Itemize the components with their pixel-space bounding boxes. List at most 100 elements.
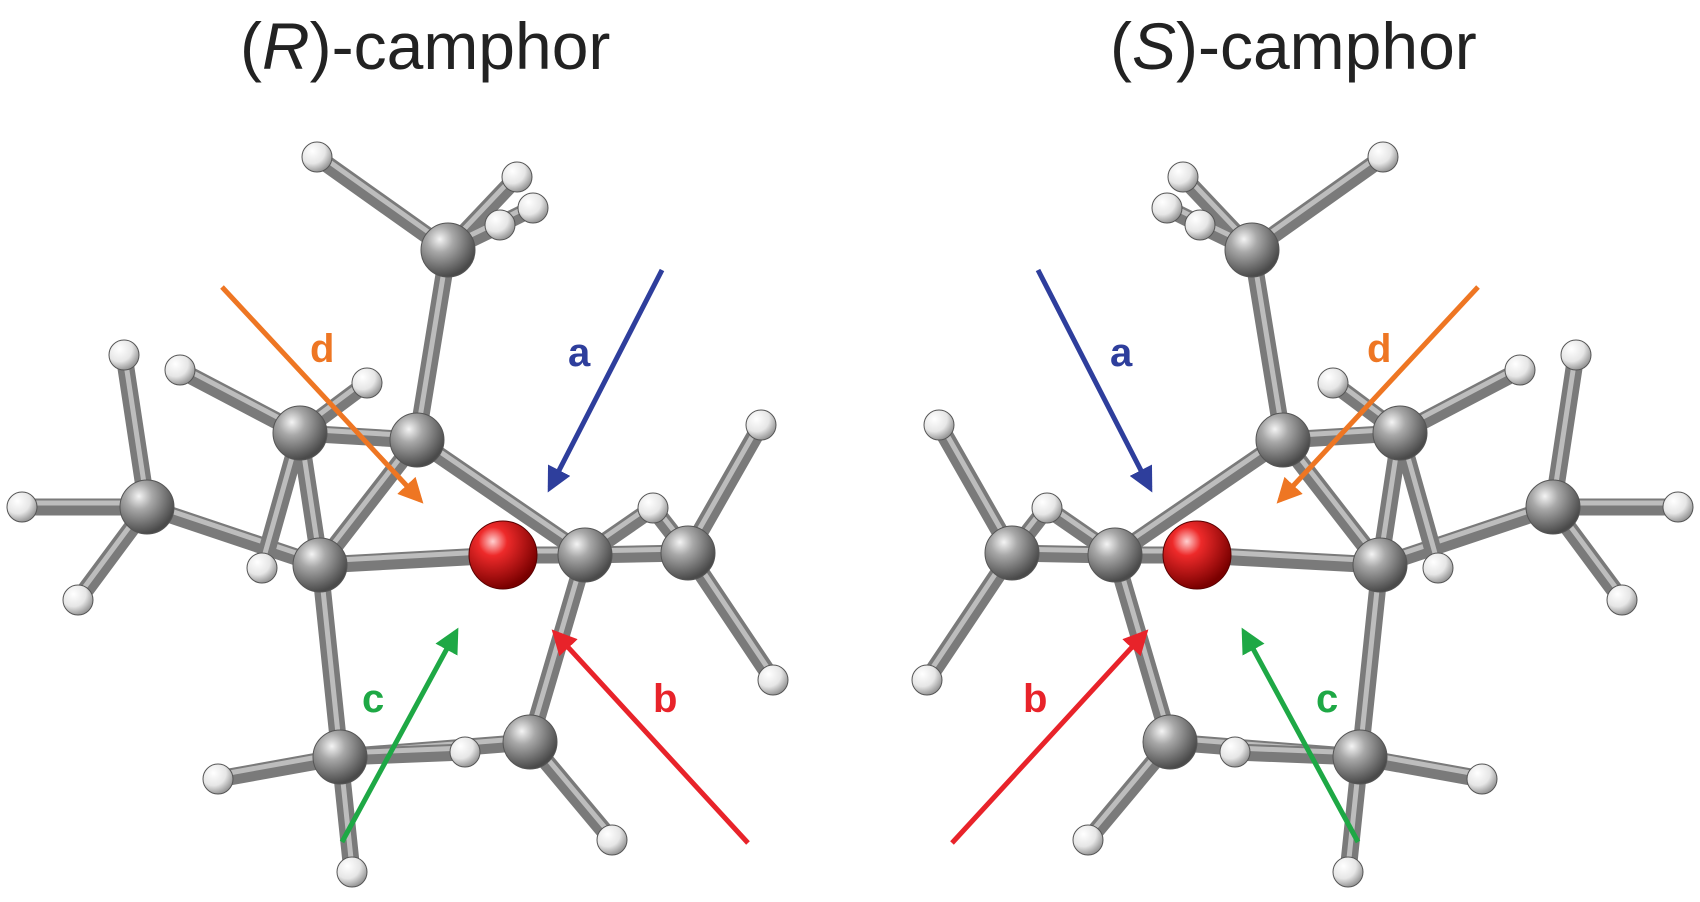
s-camphor-molecule [911,141,1694,888]
s-hydrogen-atom [1031,492,1063,524]
arrow-d-left [220,285,424,504]
label-c-right: c [1316,677,1338,721]
arrow-d-right [1276,285,1480,504]
title-r-camphor: (R)-camphor [240,8,610,84]
r-bond-highlight [414,433,588,554]
arrow-a-left [547,268,665,493]
s-oxygen-atom [1162,520,1232,590]
s-carbon-atom [984,525,1040,581]
r-carbon-atom [292,537,348,593]
s-carbon-atom [1332,729,1388,785]
r-oxygen-atom [468,520,538,590]
r-hydrogen-atom [449,736,481,768]
s-hydrogen-atom [1072,824,1104,856]
s-bond-highlight [1550,348,1579,506]
label-b-left: b [653,677,677,721]
r-hydrogen-atom [517,192,549,224]
s-carbon-atom [1372,405,1428,461]
title-r-config: R [261,9,310,83]
s-hydrogen-atom [1184,209,1216,241]
label-c-left: c [362,677,384,721]
s-hydrogen-atom [1167,161,1199,193]
s-hydrogen-atom [1332,856,1364,888]
arrow-b-right [950,629,1149,845]
r-bond-highlight [144,500,323,564]
r-bond-highlight [314,150,451,249]
arrow-c-right [1241,627,1361,844]
r-hydrogen-atom [6,491,38,523]
s-carbon-atom [1352,537,1408,593]
arrow-a-right [1035,268,1153,493]
s-hydrogen-atom [1151,192,1183,224]
label-a-right: a [1110,331,1133,375]
s-hydrogen-atom [1317,367,1349,399]
s-carbon-atom [1224,222,1280,278]
r-bond-highlight [685,418,764,552]
s-hydrogen-atom [1504,354,1536,386]
title-r-open: ( [240,9,262,83]
r-bond-highlight [414,243,451,439]
r-hydrogen-atom [336,856,368,888]
s-bond-highlight [1249,150,1386,249]
r-carbon-atom [119,479,175,535]
s-bond-c7-c2 [1106,431,1292,564]
r-hydrogen-atom [351,367,383,399]
s-bond-highlight [1377,500,1556,564]
s-hydrogen-atom [1662,491,1694,523]
s-hydrogen-atom [1606,584,1638,616]
s-carbon-atom [1087,527,1143,583]
s-carbon-atom [1255,412,1311,468]
title-r-rest: )-camphor [309,9,611,83]
s-hydrogen-atom [1422,552,1454,584]
label-d-right: d [1367,327,1391,371]
s-camphor-approach-arrows: a d c b [950,268,1480,845]
s-carbon-atom [1525,479,1581,535]
r-hydrogen-atom [301,141,333,173]
r-hydrogen-atom [596,824,628,856]
s-hydrogen-atom [1367,141,1399,173]
title-s-rest: )-camphor [1176,9,1477,83]
s-hydrogen-atom [1560,339,1592,371]
label-a-left: a [568,331,591,375]
s-carbon-atom [1142,714,1198,770]
r-hydrogen-atom [164,354,196,386]
r-hydrogen-atom [246,552,278,584]
r-carbon-atom [272,405,328,461]
r-carbon-atom [502,714,558,770]
r-bond-highlight [121,348,150,506]
r-camphor-molecule [6,141,789,888]
title-s-open: ( [1110,9,1132,83]
s-hydrogen-atom [1466,763,1498,795]
title-s-config: S [1131,9,1177,83]
r-hydrogen-atom [745,409,777,441]
r-hydrogen-atom [62,584,94,616]
r-carbon-atom [312,729,368,785]
s-camphor-atoms [911,141,1694,888]
r-hydrogen-atom [108,339,140,371]
r-carbon-atom [660,525,716,581]
s-bond-highlight [1249,243,1286,439]
arrow-c-left [339,627,459,844]
r-camphor-approach-arrows: a d c b [220,268,750,845]
r-hydrogen-atom [637,492,669,524]
r-camphor-atoms [6,141,789,888]
s-hydrogen-atom [1219,736,1251,768]
r-carbon-atom [420,222,476,278]
r-hydrogen-atom [202,763,234,795]
r-carbon-atom [557,527,613,583]
r-bond-highlight [317,558,343,756]
s-hydrogen-atom [923,409,955,441]
r-hydrogen-atom [484,209,516,241]
s-bond-highlight [936,418,1015,552]
label-b-right: b [1023,677,1047,721]
title-s-camphor: (S)-camphor [1110,8,1477,84]
s-bond-highlight [1112,433,1286,554]
r-hydrogen-atom [501,161,533,193]
r-bond-c1-c10 [138,498,329,574]
r-hydrogen-atom [757,664,789,696]
s-bond-c1-c10 [1371,498,1562,574]
label-d-left: d [310,327,334,371]
r-carbon-atom [389,412,445,468]
r-bond-c7-c2 [408,431,594,564]
